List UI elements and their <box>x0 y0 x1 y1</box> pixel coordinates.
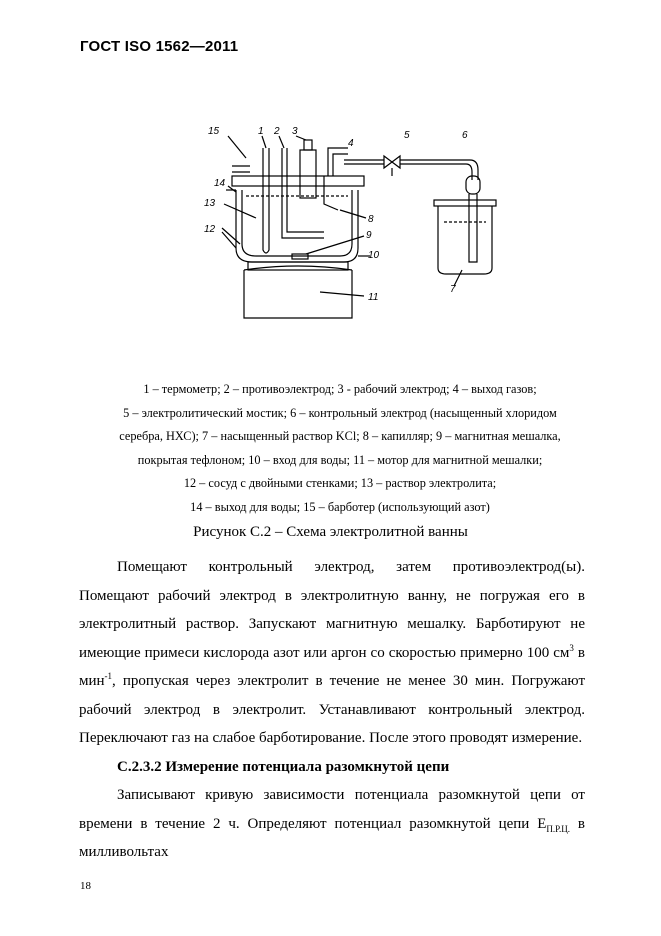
paragraph-text: в мин <box>79 644 585 690</box>
callout-8: 8 <box>368 214 374 225</box>
electrolytic-bath-diagram: 1 2 3 4 5 6 7 8 9 10 11 12 13 14 15 <box>204 126 497 319</box>
diagram-lines <box>221 135 497 319</box>
figure-caption: Рисунок С.2 – Схема электролитной ванны <box>193 524 468 540</box>
paragraph-text: , пропуская через электролит в течение н… <box>79 673 585 746</box>
callout-14: 14 <box>214 178 226 189</box>
callout-11: 11 <box>368 292 378 303</box>
callout-9: 9 <box>366 230 372 241</box>
callout-3: 3 <box>292 126 298 137</box>
subscript: П.Р.Ц. <box>546 823 571 834</box>
paragraph-text: Помещают контрольный электрод, затем про… <box>79 559 585 661</box>
legend-line: 14 – выход для воды; 15 – барботер (испо… <box>190 499 490 514</box>
paragraph-text: Записывают кривую зависимости потенциала… <box>79 787 585 832</box>
callout-13: 13 <box>204 198 216 209</box>
callout-4: 4 <box>348 138 354 149</box>
callout-12: 12 <box>204 224 216 235</box>
callout-7: 7 <box>450 284 456 295</box>
legend-line: 1 – термометр; 2 – противоэлектрод; 3 - … <box>143 382 537 396</box>
callout-6: 6 <box>462 130 468 141</box>
body-text: Помещают контрольный электрод, затем про… <box>79 553 585 867</box>
document-header: ГОСТ ISO 1562—2011 <box>80 38 239 55</box>
legend-line: 5 – электролитический мостик; 6 – контро… <box>123 405 557 420</box>
section-heading: С.2.3.2 Измерение потенциала разомкнутой… <box>117 758 450 775</box>
legend-line: 12 – сосуд с двойными стенками; 13 – рас… <box>183 476 497 490</box>
callout-15: 15 <box>208 126 220 137</box>
paragraph: Записывают кривую зависимости потенциала… <box>79 781 585 867</box>
callout-2: 2 <box>273 126 280 137</box>
legend-line: серебра, НХС); 7 – насыщенный раствор KC… <box>119 429 561 443</box>
diagram-callouts: 1 2 3 4 5 6 7 8 9 10 11 12 13 14 15 <box>204 126 468 303</box>
superscript: -1 <box>104 671 113 681</box>
callout-5: 5 <box>404 130 410 141</box>
legend-line: покрытая тефлоном; 10 – вход для воды; 1… <box>137 452 543 467</box>
paragraph: Помещают контрольный электрод, затем про… <box>79 553 585 753</box>
callout-10: 10 <box>368 250 380 261</box>
superscript: 3 <box>569 642 574 653</box>
callout-1: 1 <box>258 126 264 137</box>
paragraph-text: в милливольтах <box>79 815 585 861</box>
figure-legend: 1 – термометр; 2 – противоэлектрод; 3 - … <box>110 378 570 519</box>
page-number: 18 <box>80 880 91 892</box>
